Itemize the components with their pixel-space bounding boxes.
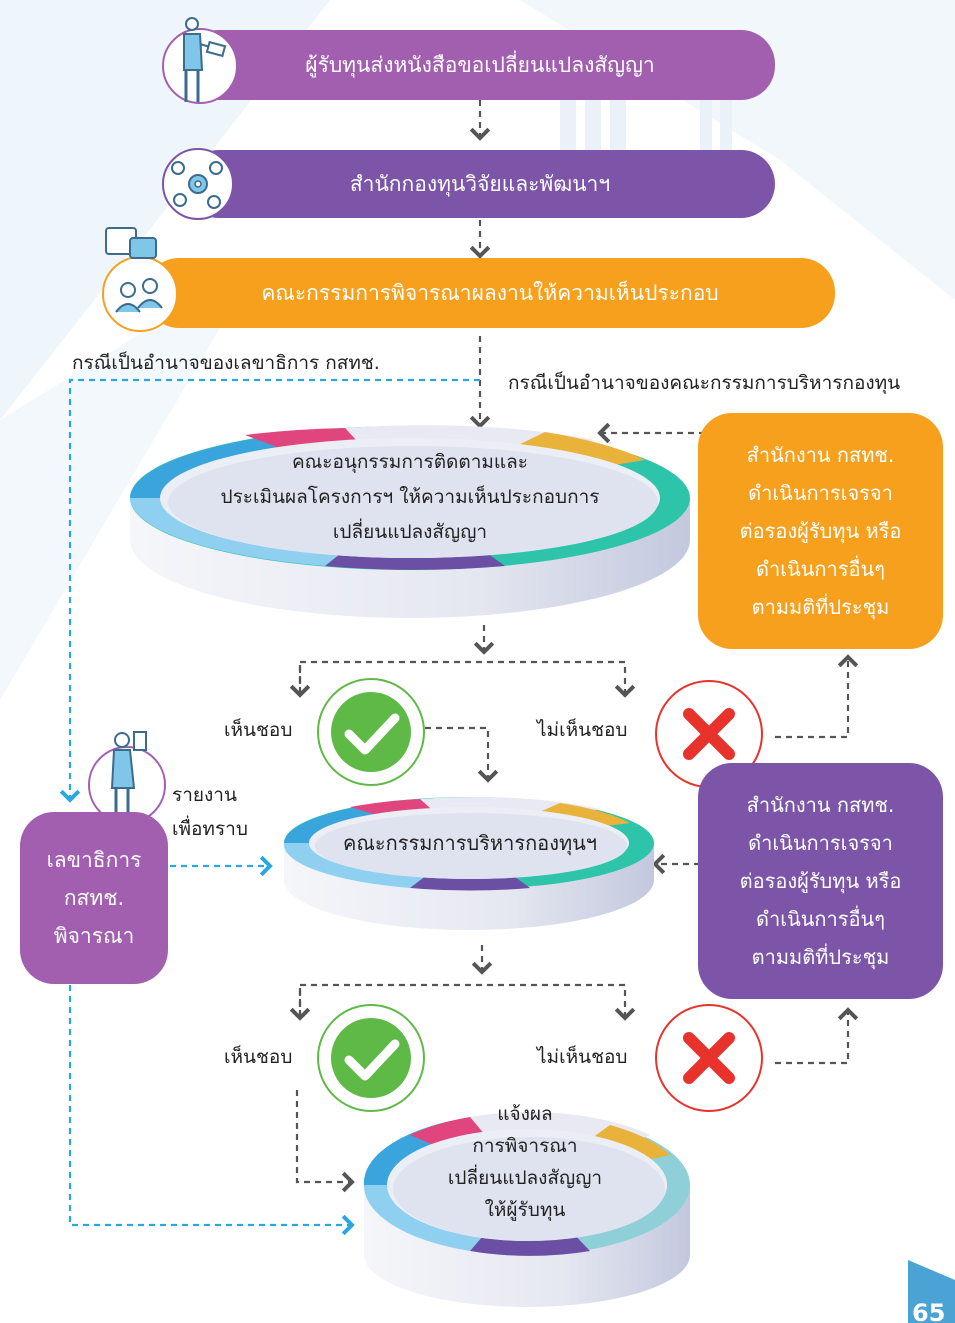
step-research-fund-office: สำนักกองทุนวิจัยและพัฒนาฯ bbox=[185, 150, 775, 218]
label-secretary-authority: กรณีเป็นอำนาจของเลขาธิการ กสทช. bbox=[72, 352, 380, 374]
report-note: รายงาน เพื่อทราบ bbox=[172, 784, 248, 840]
team-gear-icon bbox=[162, 148, 234, 220]
check-icon-2 bbox=[317, 1004, 425, 1112]
negotiate-box-orange: สำนักงาน กสทช. ดำเนินการเจรจา ต่อรองผู้ร… bbox=[698, 413, 943, 649]
agree-label-1: เห็นชอบ bbox=[224, 719, 293, 741]
person-document-icon bbox=[162, 17, 238, 104]
final-notice-text: แจ้งผล การพิจารณา เปลี่ยนแปลงสัญญา ให้ผู… bbox=[447, 1103, 603, 1221]
cross-icon-2 bbox=[655, 1004, 763, 1112]
label-board-authority: กรณีเป็นอำนาจของคณะกรรมการบริหารกองทุน bbox=[508, 372, 901, 394]
subcommittee-text: คณะอนุกรรมการติดตามและ ประเมินผลโครงการฯ… bbox=[220, 450, 600, 543]
step-submit-request: ผู้รับทุนส่งหนังสือขอเปลี่ยนแปลงสัญญา bbox=[185, 30, 775, 100]
secretary-box: เลขาธิการ กสทช. พิจารณา bbox=[20, 812, 168, 984]
chat-people-icon bbox=[102, 227, 178, 332]
page-number: 65 bbox=[912, 1302, 946, 1323]
board-text: คณะกรรมการบริหารกองทุนฯ bbox=[342, 830, 598, 855]
negotiate-box-purple: สำนักงาน กสทช. ดำเนินการเจรจา ต่อรองผู้ร… bbox=[698, 763, 943, 999]
disagree-label-2: ไม่เห็นชอบ bbox=[537, 1046, 628, 1068]
final-notice-disc bbox=[363, 1112, 690, 1307]
agree-label-2: เห็นชอบ bbox=[224, 1046, 293, 1068]
board-disc bbox=[283, 797, 654, 930]
check-icon bbox=[317, 678, 425, 786]
subcommittee-disc bbox=[130, 425, 690, 618]
disagree-label-1: ไม่เห็นชอบ bbox=[537, 719, 628, 741]
step-review-committee: คณะกรรมการพิจารณาผลงานให้ความเห็นประกอบ bbox=[145, 258, 835, 328]
woman-document-icon bbox=[88, 731, 166, 824]
